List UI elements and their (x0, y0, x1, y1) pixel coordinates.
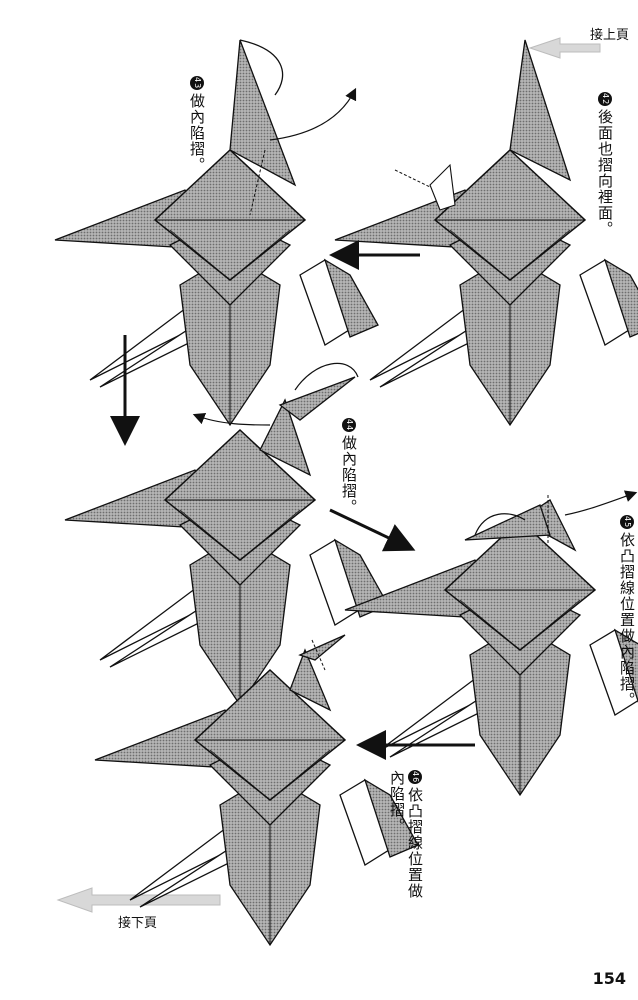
step-42-text: 後面也摺向裡面。 (596, 109, 614, 237)
step-46-instruction: 46依凸摺線位置做內陷摺。 (388, 770, 424, 910)
step-44-number: 44 (342, 418, 356, 432)
step-43-number: 43 (190, 76, 204, 90)
prev-page-arrow[interactable] (528, 37, 601, 59)
step-45-number: 45 (620, 515, 634, 529)
step-43-instruction: 43 做內陷摺。 (188, 76, 206, 173)
step-45-text: 依凸摺線位置做內陷摺。 (618, 532, 636, 708)
step-44-text: 做內陷摺。 (340, 435, 358, 515)
arrow-44-to-45 (329, 508, 416, 552)
step-43-text: 做內陷摺。 (188, 93, 206, 173)
prev-page-label[interactable]: 接上頁 (590, 28, 630, 43)
next-page-arrow[interactable] (56, 887, 221, 913)
step-42-figure (334, 39, 638, 426)
step-42-number: 42 (598, 92, 612, 106)
step-43-figure (54, 39, 379, 426)
next-page-label[interactable]: 接下頁 (118, 916, 158, 931)
page-number: 154 (592, 969, 626, 988)
step-45-figure (344, 490, 638, 796)
step-46-text: 依凸摺線位置做內陷摺。 (388, 770, 424, 899)
step-45-instruction: 45 依凸摺線位置做內陷摺。 (618, 515, 636, 708)
step-46-figure (94, 634, 419, 946)
step-46-number: 46 (408, 770, 422, 784)
step-44-figure (64, 362, 389, 706)
step-44-instruction: 44 做內陷摺。 (340, 418, 358, 515)
step-42-instruction: 42 後面也摺向裡面。 (596, 92, 614, 237)
